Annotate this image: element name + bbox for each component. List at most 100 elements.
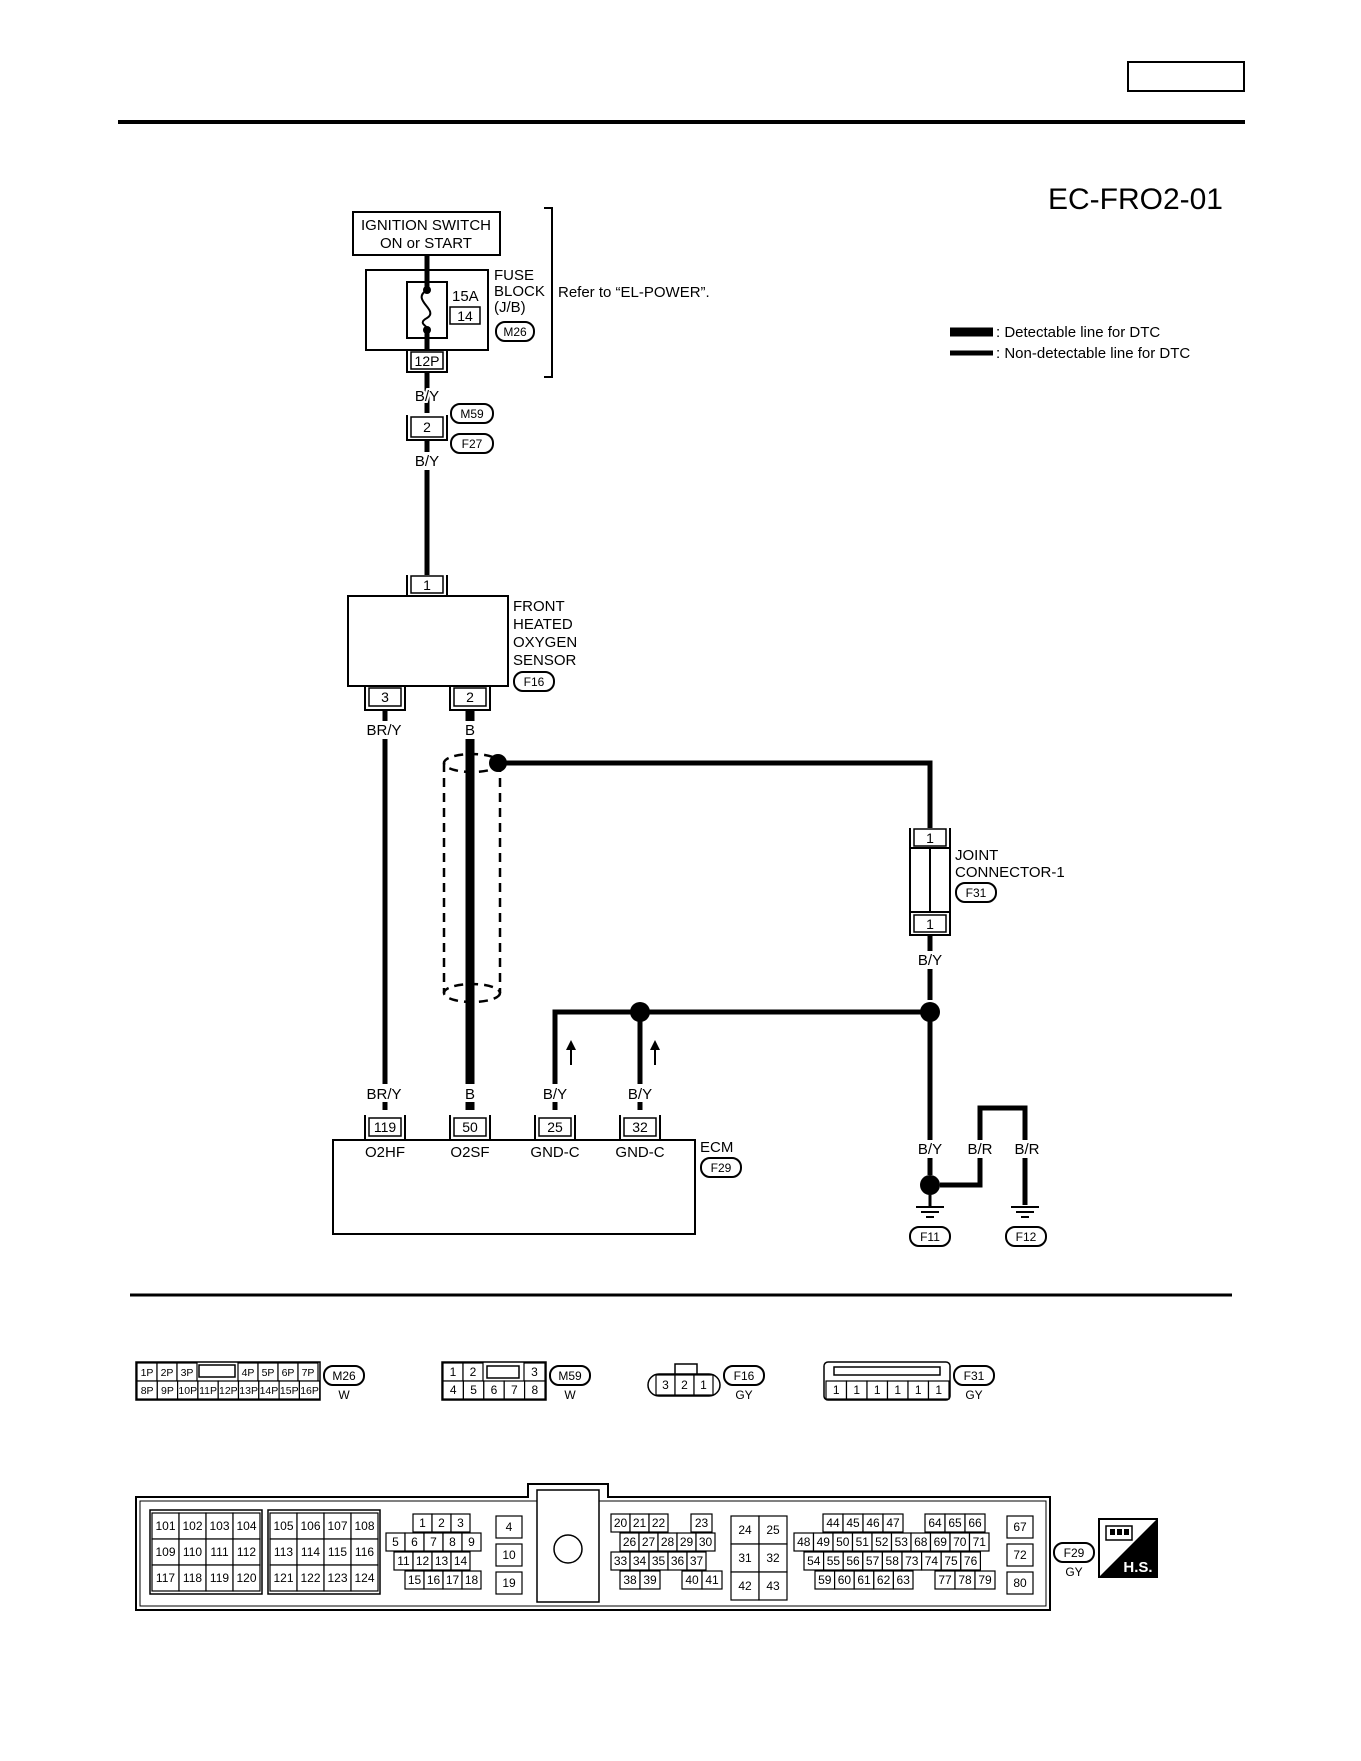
ecm-connector-view [135, 1483, 1051, 1611]
terminal-label: 104 [236, 1519, 256, 1533]
terminal-label: 39 [643, 1573, 657, 1587]
lock-tab [833, 1366, 941, 1376]
terminal-label: 15 [408, 1573, 422, 1587]
terminal-cell [695, 1532, 716, 1552]
terminal-label: 3 [531, 1365, 538, 1379]
terminal-label: 123 [327, 1571, 347, 1585]
terminal-label: 13 [435, 1554, 449, 1568]
terminal-label: 6 [411, 1535, 418, 1549]
terminal-cell [232, 1538, 261, 1566]
fuse-block-line3: (J/B) [494, 299, 526, 316]
terminal-label: 38 [623, 1573, 637, 1587]
fuse-icon [420, 289, 432, 331]
lock-tab [486, 1365, 520, 1379]
wire-label-bry-top: BR/Y [366, 722, 401, 739]
terminal-label: 46 [866, 1516, 880, 1530]
terminal-label: 8 [449, 1535, 456, 1549]
terminal-label: 45 [846, 1516, 860, 1530]
terminal-label: 2 [681, 1378, 688, 1392]
wire-label-by-ground: B/Y [918, 1141, 942, 1158]
terminal-cell [730, 1571, 760, 1601]
ecm-label: ECM [700, 1139, 733, 1156]
legend: : Detectable line for DTC : Non-detectab… [950, 324, 1190, 362]
joint-pin-bottom: 1 [926, 916, 934, 932]
terminal-label: 73 [905, 1554, 919, 1568]
terminal-label: 117 [156, 1571, 175, 1585]
terminal-label: 58 [886, 1554, 900, 1568]
diagram-id: EC-FRO2-01 [1048, 183, 1223, 216]
terminal-cell [882, 1513, 904, 1533]
terminal-cell [450, 1513, 471, 1533]
sensor-line2: HEATED [513, 616, 573, 633]
joint-line2: CONNECTOR-1 [955, 864, 1065, 881]
terminal-label: 109 [155, 1545, 175, 1559]
terminal-label: 5 [392, 1535, 399, 1549]
terminal-cell [350, 1538, 379, 1566]
terminal-cell [232, 1564, 261, 1592]
ground-f11-tag: F11 [920, 1230, 940, 1244]
terminal-label: 26 [623, 1535, 637, 1549]
terminal-label: 6P [282, 1367, 295, 1379]
terminal-label: 12P [219, 1385, 238, 1397]
svg-text:32: 32 [632, 1119, 648, 1135]
connector-icon [1105, 1525, 1133, 1541]
terminal-cell [151, 1512, 180, 1540]
inline-connector-terminal: 2 [423, 419, 431, 435]
terminal-cell [730, 1543, 760, 1573]
arrow-icon [650, 1040, 660, 1065]
terminal-cell [495, 1571, 523, 1595]
fuse-block-connector-tag: M26 [503, 325, 527, 339]
terminal-label: 1 [833, 1383, 840, 1397]
terminal-label: 102 [182, 1519, 202, 1533]
terminal-cell [350, 1564, 379, 1592]
svg-text:O2HF: O2HF [365, 1144, 405, 1161]
sensor-line3: OXYGEN [513, 634, 577, 651]
terminal-cell [686, 1551, 707, 1571]
terminal-label: 113 [274, 1545, 293, 1559]
terminal-cell [495, 1515, 523, 1539]
terminal-label: 23 [695, 1516, 709, 1530]
terminal-label: 106 [300, 1519, 320, 1533]
terminal-label: 105 [273, 1519, 293, 1533]
terminal-label: 54 [807, 1554, 821, 1568]
terminal-label: 14P [260, 1385, 279, 1397]
terminal-label: 64 [928, 1516, 942, 1530]
terminal-label: 30 [699, 1535, 713, 1549]
terminal-label: 13P [239, 1385, 258, 1397]
sensor-line1: FRONT [513, 598, 565, 615]
terminal-label: 63 [897, 1573, 911, 1587]
terminal-cell [296, 1538, 325, 1566]
terminal-label: 71 [973, 1535, 987, 1549]
m26-view-color: W [338, 1388, 350, 1402]
fuse-amp: 15A [452, 288, 479, 305]
terminal-label: 21 [633, 1516, 647, 1530]
hs-badge: H.S. [1098, 1518, 1158, 1578]
ignition-switch-line2: ON or START [380, 235, 472, 252]
page-tab-box [1127, 61, 1245, 92]
terminal-label: 9P [161, 1385, 174, 1397]
terminal-label: 108 [354, 1519, 374, 1533]
terminal-label: 29 [680, 1535, 694, 1549]
terminal-label: 67 [1013, 1520, 1027, 1534]
sensor-line4: SENSOR [513, 652, 577, 669]
terminal-cell [205, 1564, 234, 1592]
terminal-label: 69 [934, 1535, 948, 1549]
terminal-label: 74 [925, 1554, 939, 1568]
fuse-number: 14 [457, 308, 473, 324]
terminal-label: 79 [978, 1573, 992, 1587]
inline-connector-top: M59 [460, 407, 484, 421]
wire-shield-drain [498, 760, 933, 828]
joint-pin-top: 1 [926, 830, 934, 846]
terminal-label: 66 [968, 1516, 982, 1530]
wire-label-br-1: B/R [967, 1141, 992, 1158]
terminal-label: 3P [181, 1367, 194, 1379]
inline-connector-bottom: F27 [462, 437, 483, 451]
sensor-pin-2: 2 [466, 689, 474, 705]
fuse-terminal: 12P [415, 353, 440, 369]
terminal-label: 10P [178, 1385, 197, 1397]
terminal-label: 112 [237, 1545, 256, 1559]
terminal-label: 7 [511, 1383, 518, 1397]
terminal-cell [1006, 1543, 1034, 1567]
lock-tab [674, 1363, 698, 1375]
terminal-label: 124 [354, 1571, 374, 1585]
